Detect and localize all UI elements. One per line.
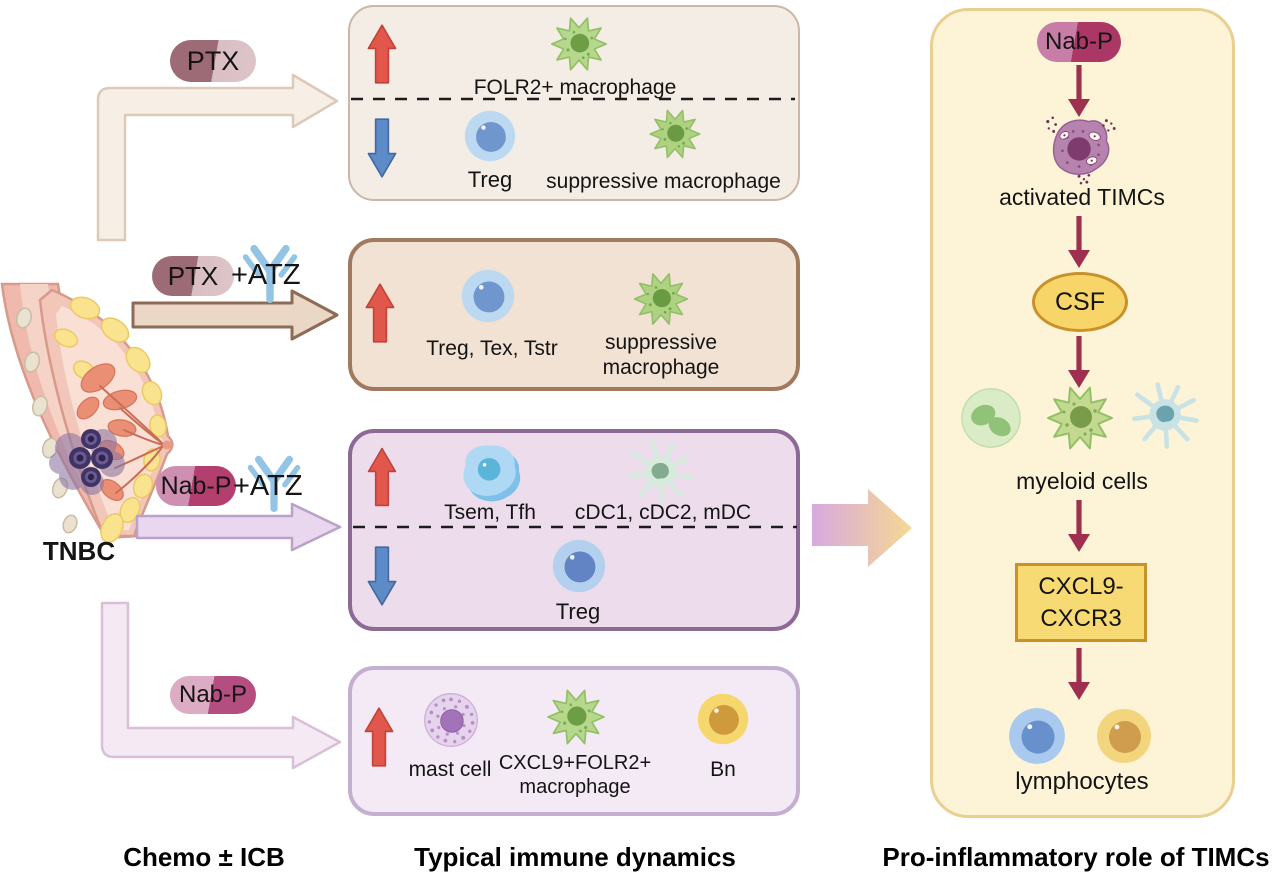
caption-immune-dynamics: Typical immune dynamics [414,842,736,872]
treg-label: Treg [555,599,601,624]
nabp-route-arrow [100,601,342,770]
divider-dashed-line [353,525,797,529]
tnbc-label: TNBC [42,536,116,566]
ptx-pill: PTX [170,40,256,82]
flow-arrow-icon [1068,216,1090,268]
suppressive-macrophage-icon [633,273,689,325]
activated-timc-cell-icon [1045,115,1117,186]
folr2-macrophage-label: FOLR2+ macrophage [473,76,677,99]
tumor-cluster [49,429,125,495]
nabp-atz-route-arrow [135,502,342,552]
treg-label: Treg [467,167,513,192]
nabp-atz-pill: Nab-P [156,466,236,506]
decrease-arrow-icon [367,118,397,178]
csf-node: CSF [1032,272,1128,332]
bn-label: Bn [710,758,736,781]
treg-cell-icon [552,539,606,593]
tsem-tfh-cell-icon [463,445,521,502]
macrophage-icon [1047,386,1113,450]
ptx-atz-dynamics-box: Treg, Tex, Tstr suppressive macrophage [348,238,800,391]
cxcr3-label: CXCR3 [1040,604,1122,632]
tsem-tfh-label: Tsem, Tfh [444,501,536,524]
caption-chemo-icb: Chemo ± ICB [123,842,285,872]
treg-cell-icon [464,110,516,162]
ptx-pill-label: PTX [186,45,240,76]
nabp-atz-pill-label: Nab-P [160,471,232,500]
csf-label: CSF [1055,287,1105,316]
flow-arrow-icon [1068,500,1090,552]
nabp-pill-label: Nab-P [178,681,248,708]
dendritic-cell-icon [624,436,696,508]
dc-subsets-label: cDC1, cDC2, mDC [574,501,752,524]
cxcl9-folr2-macrophage-icon [547,689,605,745]
atz-label: +ATZ [231,259,301,291]
ptx-atz-pill-label: PTX [167,260,219,291]
cxcl9-folr2-macrophage-label: CXCL9+FOLR2+ macrophage [498,752,652,798]
suppressive-macrophage-label: suppressive macrophage [546,170,781,193]
nabp-pill: Nab-P [1037,22,1121,62]
lymphocytes-label: lymphocytes [1015,768,1149,795]
nabp-atz-dynamics-box: Tsem, Tfh cDC1, cDC2, mDC Treg [348,429,800,631]
divider-dashed-line [351,97,795,101]
cxcl9-label: CXCL9- [1038,573,1124,601]
mast-cell-label: mast cell [408,758,492,781]
nabp-pill: Nab-P [170,676,256,714]
granulocyte-cell-icon [961,388,1021,448]
nabp-pill-label: Nab-P [1044,28,1114,55]
caption-timcs-role: Pro-inflammatory role of TIMCs [882,842,1270,872]
atz-label: +ATZ [233,470,303,502]
myeloid-cells-label: myeloid cells [1016,468,1148,494]
increase-arrow-icon [367,447,397,507]
tnbc-breast-illustration [0,282,174,543]
ptx-route-arrow [96,73,339,242]
mast-cell-icon [424,693,478,747]
decrease-arrow-icon [367,546,397,606]
folr2-macrophage-icon [550,17,608,71]
nabp-dynamics-box: mast cell CXCL9+FOLR2+ macrophage Bn [348,666,800,816]
ptx-atz-pill: PTX [152,256,234,296]
cxcl9-cxcr3-node: CXCL9- CXCR3 [1015,563,1147,642]
treg-cell-icon [461,269,515,323]
increase-arrow-icon [367,24,397,84]
dendritic-cell-icon [1128,378,1202,452]
t-lymphocyte-cell-icon [1009,708,1065,764]
timcs-pathway-panel: Nab-P activated TIMCs CSF myeloid cells … [930,8,1235,818]
b-lymphocyte-cell-icon [1097,709,1151,763]
flow-arrow-icon [1068,648,1090,700]
ptx-dynamics-box: FOLR2+ macrophage Treg suppressive macro… [348,5,800,201]
suppressive-macrophage-icon [649,109,701,159]
dynamics-to-timcs-arrow [812,489,912,567]
tcell-subsets-label: Treg, Tex, Tstr [426,337,558,360]
suppressive-macrophage-label: suppressive macrophage [602,331,720,379]
ptx-atz-route-arrow [131,289,339,341]
nipple [162,440,172,450]
activated-timcs-label: activated TIMCs [999,184,1165,210]
bn-cell-icon [697,693,749,745]
